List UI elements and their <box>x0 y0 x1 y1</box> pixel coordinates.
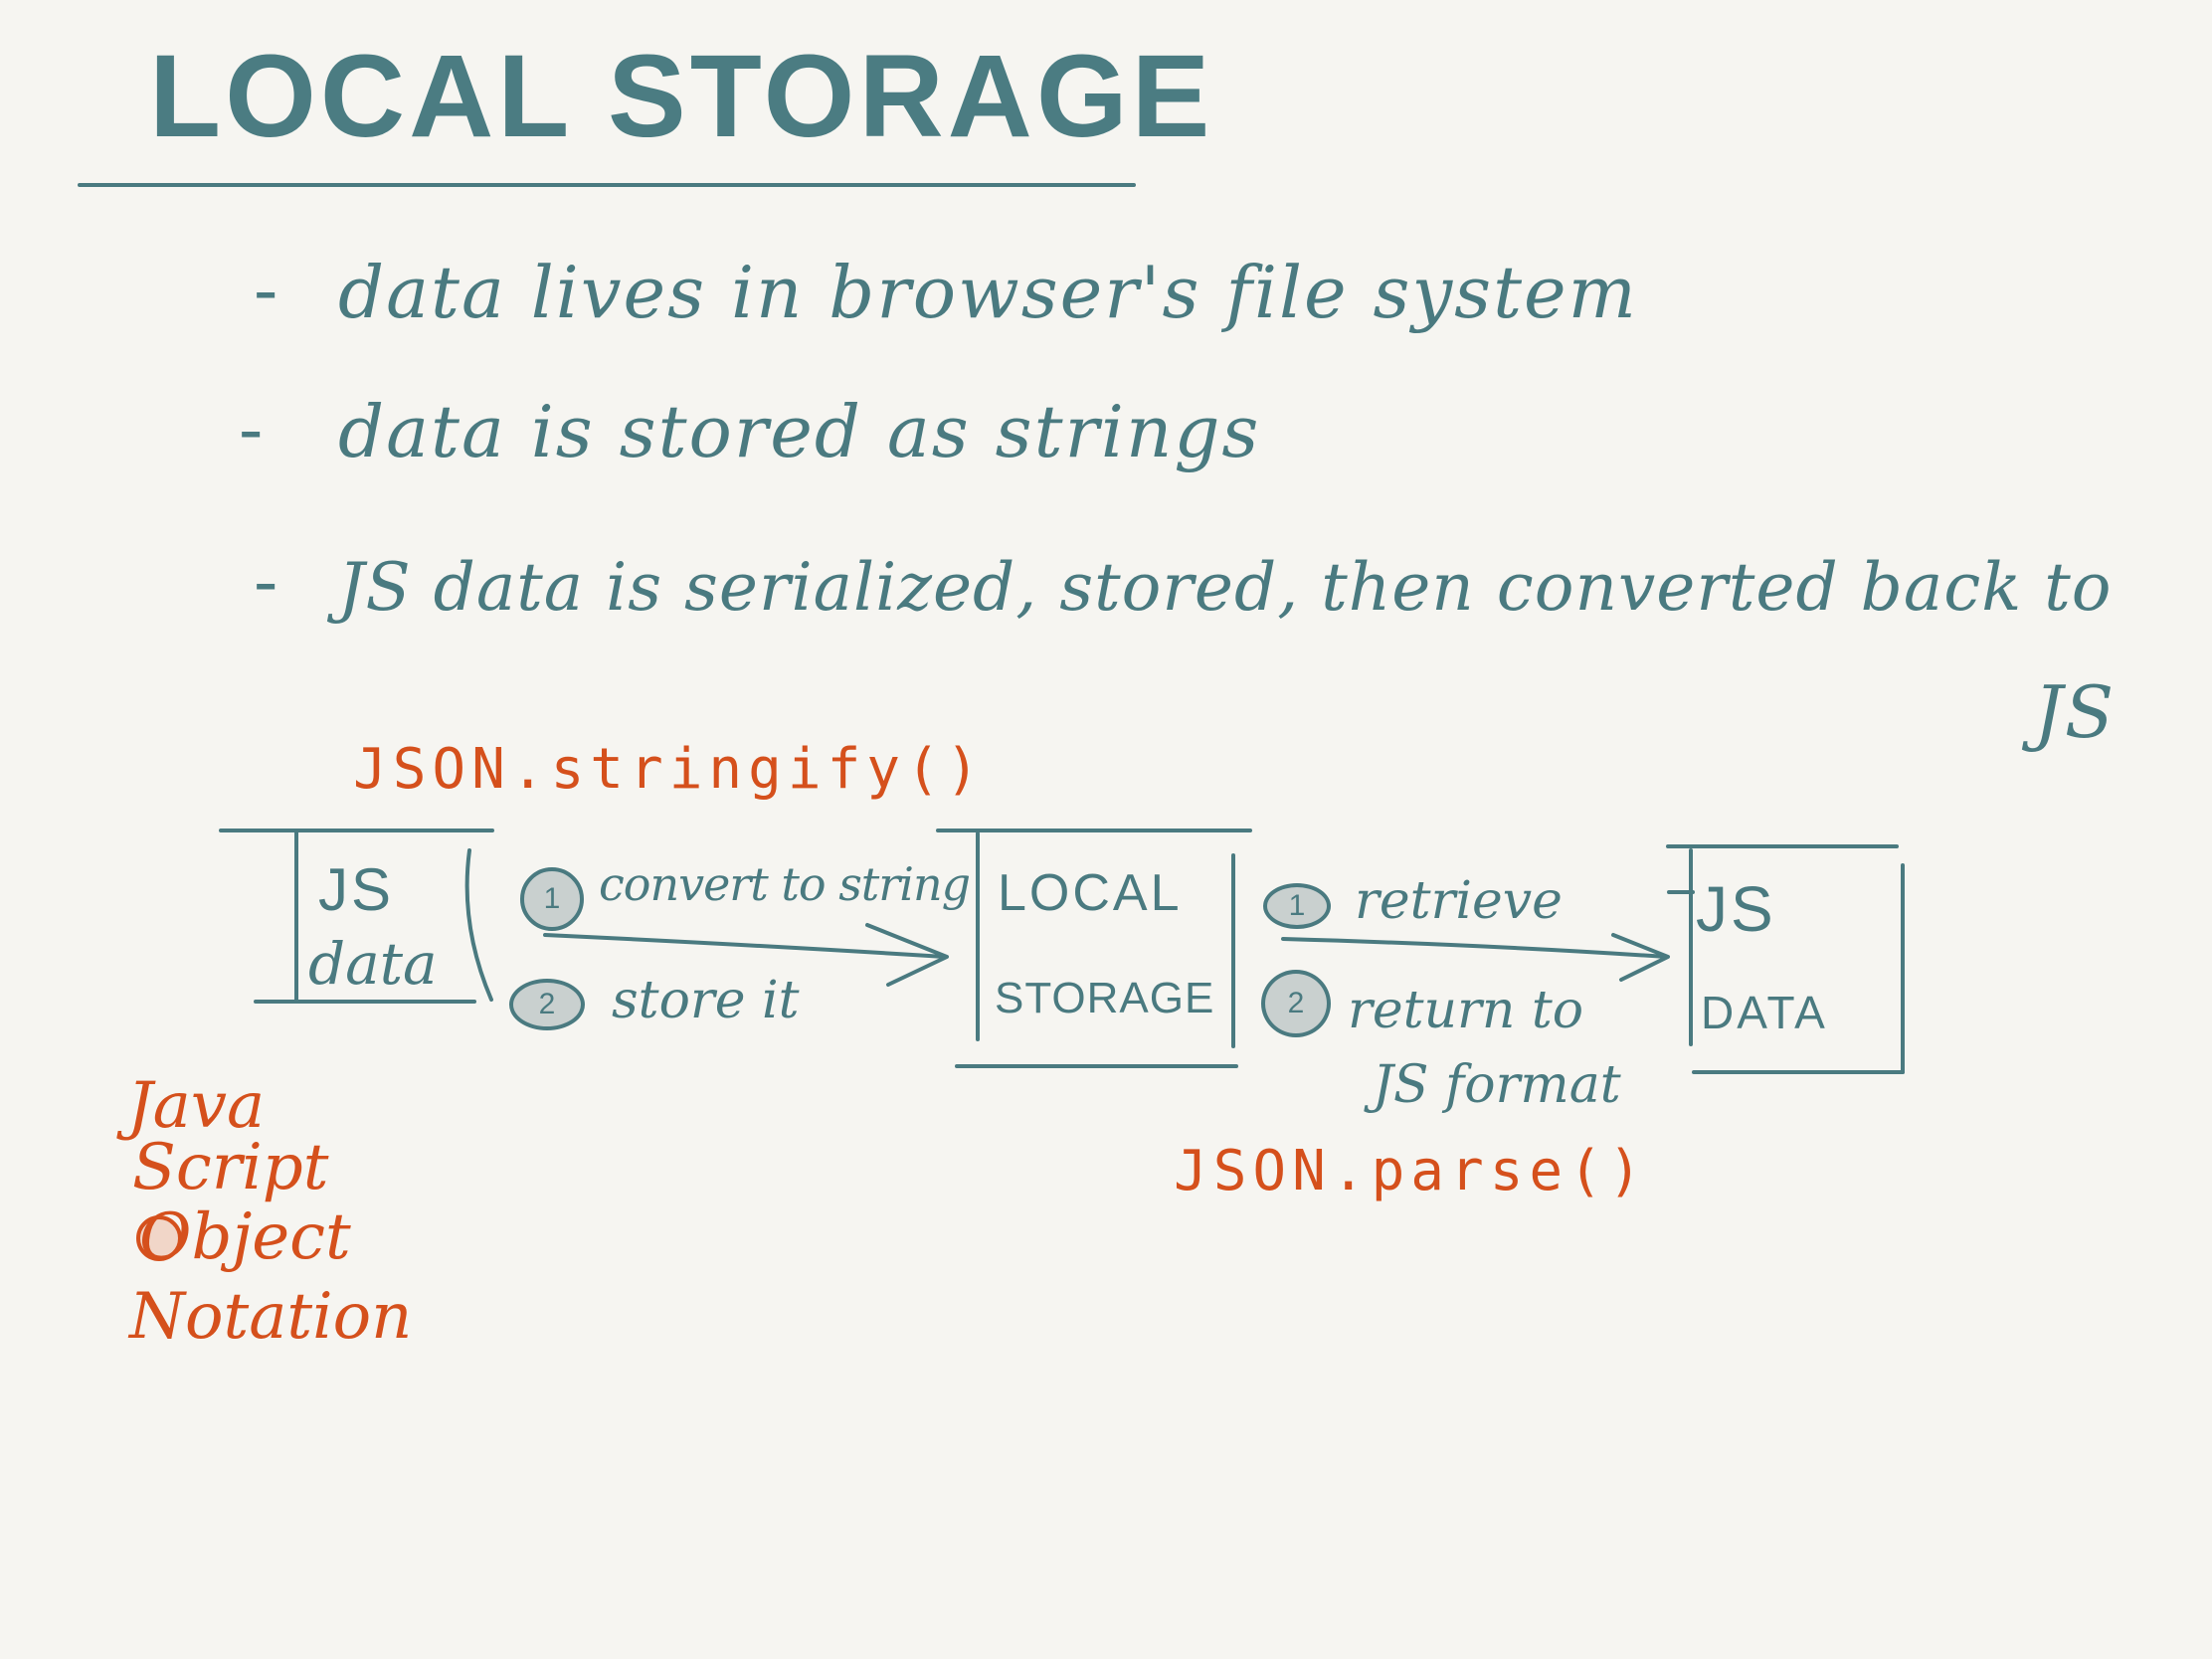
box-local-storage-line1: LOCAL <box>998 864 1183 922</box>
acronym-word: Notation <box>129 1280 413 1354</box>
box-js-data-out-line2: DATA <box>1701 987 1828 1038</box>
bullet-dash: - <box>239 387 264 470</box>
step-number-badge: 2 <box>509 979 585 1030</box>
box-js-data-line2: data <box>308 930 438 998</box>
object-o-highlight <box>136 1215 182 1261</box>
acronym-word: Script <box>132 1131 329 1204</box>
step-number-badge: 1 <box>1263 883 1331 929</box>
box-js-data <box>219 829 494 1004</box>
bullet-item-continued: JS <box>2034 670 2117 754</box>
step-return-label: return to <box>1348 981 1584 1040</box>
step-return-label-line2: JS format <box>1373 1055 1621 1115</box>
step-store-label: store it <box>612 971 800 1030</box>
arrow-to-js-data <box>1281 933 1670 982</box>
bullet-item: data lives in browser's file system <box>338 251 1638 334</box>
acronym-word: Java <box>127 1069 266 1143</box>
bullet-item: JS data is serialized, stored, then conv… <box>338 549 2113 626</box>
page-title: LOCAL STORAGE <box>149 31 1214 162</box>
box-js-data-out <box>1666 844 1905 1074</box>
box-local-storage-line2: STORAGE <box>995 974 1215 1022</box>
box-js-data-line1: JS <box>318 856 395 923</box>
step-retrieve-label: retrieve <box>1355 871 1563 931</box>
box-local-storage <box>936 829 1252 1068</box>
step-number-badge: 1 <box>520 867 584 931</box>
step-convert-label: convert to string <box>599 857 971 911</box>
bullet-dash: - <box>254 248 278 331</box>
bullet-item: data is stored as strings <box>338 390 1261 473</box>
box-js-data-out-line1: JS <box>1696 873 1776 945</box>
stringify-label: JSON.stringify() <box>353 737 986 802</box>
parse-label: JSON.parse() <box>1174 1139 1648 1203</box>
arrow-to-storage <box>543 923 949 987</box>
step-number-badge: 2 <box>1261 970 1331 1037</box>
acronym-word: Object <box>139 1200 351 1274</box>
bullet-dash: - <box>254 539 278 623</box>
